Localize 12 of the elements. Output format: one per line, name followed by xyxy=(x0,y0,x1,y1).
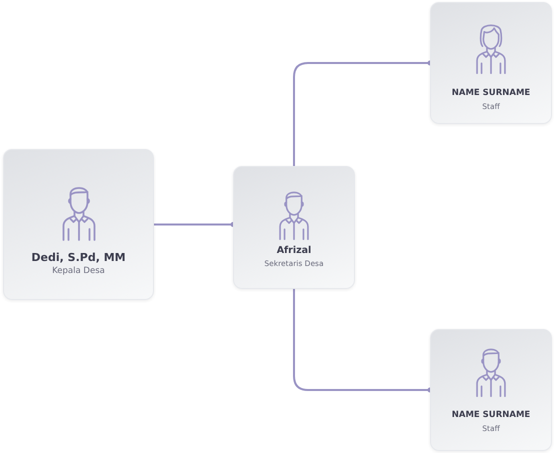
person-card xyxy=(233,166,355,289)
person-card xyxy=(430,2,552,124)
connector-line xyxy=(293,60,432,166)
connector-line xyxy=(154,222,236,227)
person-name: NAME SURNAME xyxy=(450,410,532,420)
person-name: Dedi, S.Pd, MM xyxy=(30,251,127,264)
person-name: NAME SURNAME xyxy=(450,88,532,98)
person-card xyxy=(3,149,154,300)
job-title: Kepala Desa xyxy=(51,266,106,276)
person-card xyxy=(430,329,552,451)
connector-line xyxy=(293,289,432,392)
person-name: Afrizal xyxy=(276,245,312,256)
